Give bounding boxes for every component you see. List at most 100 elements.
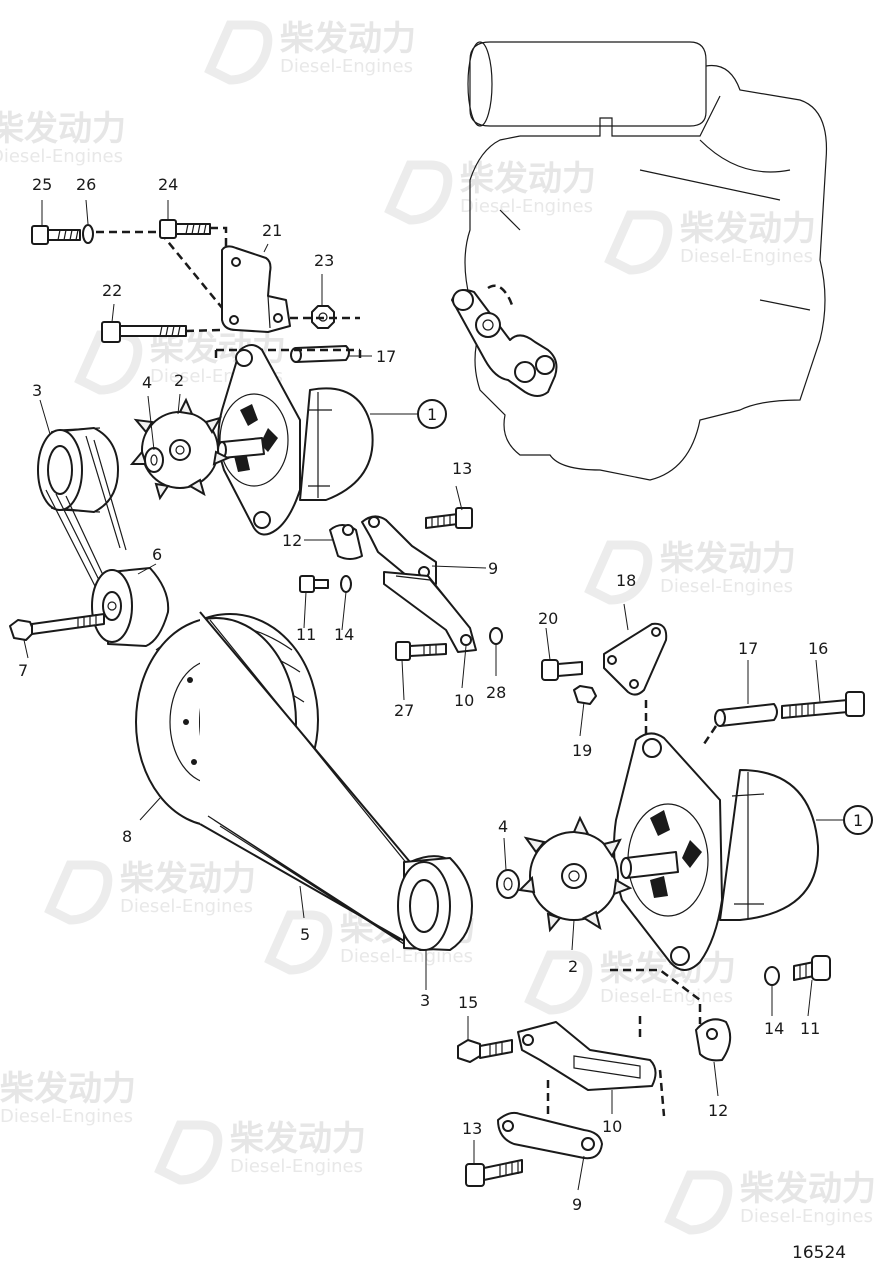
callout-3-bottom: 3 [420, 991, 430, 1010]
callout-19: 19 [572, 741, 592, 760]
belt-upper-run [45, 435, 127, 591]
callout-18: 18 [616, 571, 636, 590]
callout-28: 28 [486, 683, 506, 702]
callout-5: 5 [300, 925, 310, 944]
watermark-logo-icon [154, 1120, 223, 1185]
watermark-brand-cn: 柴发动力 [0, 1069, 136, 1109]
callout-4-top: 4 [142, 373, 152, 392]
bolt-25 [31, 225, 81, 245]
spacer-17-bottom [714, 703, 778, 727]
lower-mounting-assembly [541, 622, 865, 745]
bolt-11-bottom [793, 955, 831, 981]
pulley-3-top [37, 427, 119, 513]
callout-3-top: 3 [32, 381, 42, 400]
watermark-brand-en: Diesel-Engines [0, 1106, 133, 1127]
callout-4-bottom: 4 [498, 817, 508, 836]
bolt-15 [457, 1039, 513, 1063]
callout-9-top: 9 [488, 559, 498, 578]
callout-11-top: 11 [296, 625, 316, 644]
watermark-logo-icon [74, 330, 143, 395]
callout-10-bottom: 10 [602, 1117, 622, 1136]
callout-12-bottom: 12 [708, 1101, 728, 1120]
callout-11-bottom: 11 [800, 1019, 820, 1038]
watermark-logo-icon [604, 210, 673, 275]
watermark-logo-icon [524, 950, 593, 1015]
callout-2-bottom: 2 [568, 957, 578, 976]
watermark-9: 柴发动力 Diesel-Engines [524, 949, 736, 1015]
washer-4-top [144, 447, 164, 473]
watermark-brand-en: Diesel-Engines [340, 946, 473, 967]
nut-19 [573, 685, 597, 705]
watermark-brand-en: Diesel-Engines [460, 196, 593, 217]
watermark-4: 柴发动力 Diesel-Engines [604, 209, 816, 275]
callout-9-bottom: 9 [572, 1195, 582, 1214]
watermark-brand-cn: 柴发动力 [680, 209, 816, 249]
washer-14-bottom [764, 966, 780, 986]
callout-15: 15 [458, 993, 478, 1012]
callout-16: 16 [808, 639, 828, 658]
callout-13-bottom: 13 [462, 1119, 482, 1138]
watermark-brand-en: Diesel-Engines [600, 986, 733, 1007]
watermark-1: 柴发动力 Diesel-Engines [204, 19, 416, 85]
watermark-7: 柴发动力 Diesel-Engines [44, 859, 256, 925]
watermark-11: 柴发动力 Diesel-Engines [154, 1119, 366, 1185]
bolt-13-bottom [465, 1159, 523, 1187]
clamp-12-top [329, 524, 363, 560]
callout-13-top: 13 [452, 459, 472, 478]
watermark-brand-cn: 柴发动力 [120, 859, 256, 899]
callout-14-top: 14 [334, 625, 354, 644]
watermark-brand-en: Diesel-Engines [0, 146, 123, 167]
callout-12-top: 12 [282, 531, 302, 550]
bracket-18 [603, 622, 668, 696]
bolt-24 [159, 219, 211, 239]
watermark-brand-en: Diesel-Engines [740, 1206, 873, 1227]
callout-2-top: 2 [174, 371, 184, 390]
watermark-logo-icon [384, 160, 453, 225]
callout-8: 8 [122, 827, 132, 846]
watermark-brand-cn: 柴发动力 [740, 1169, 876, 1209]
pulley-3-bottom [397, 857, 473, 951]
callouts: 25 26 24 21 23 22 17 1 3 4 2 6 7 13 12 9… [18, 175, 873, 1214]
watermark-brand-cn: 柴发动力 [660, 539, 796, 579]
washer-14-top [340, 575, 352, 593]
callout-22: 22 [102, 281, 122, 300]
bolt-7 [9, 613, 105, 641]
callout-14-bottom: 14 [764, 1019, 784, 1038]
spacer-17-top [290, 345, 350, 363]
callout-6: 6 [152, 545, 162, 564]
bracket-21 [221, 245, 291, 333]
watermark-logo-icon [264, 910, 333, 975]
callout-17-top: 17 [376, 347, 396, 366]
watermark-logo-icon [204, 20, 273, 85]
callout-21: 21 [262, 221, 282, 240]
watermark-3: 柴发动力 Diesel-Engines [384, 159, 596, 225]
bolt-11-top [299, 575, 329, 593]
watermark-2: 柴发动力 Diesel-Engines [0, 109, 126, 167]
clamp-12-bottom [695, 1018, 732, 1062]
bracket-9-bottom [497, 1111, 603, 1160]
bolt-22 [101, 321, 187, 343]
washer-4-bottom [496, 869, 520, 899]
bolt-16 [781, 691, 865, 719]
watermark-brand-cn: 柴发动力 [230, 1119, 366, 1159]
leader-lines [23, 199, 844, 1191]
watermark-brand-en: Diesel-Engines [280, 56, 413, 77]
upper-mounting-assembly [31, 219, 362, 363]
callout-17-bottom: 17 [738, 639, 758, 658]
watermark-6: 柴发动力 Diesel-Engines [584, 539, 796, 605]
bracket-10-bottom [517, 1021, 657, 1091]
bolt-20 [541, 659, 583, 681]
alternator-1-top [217, 344, 374, 536]
fan-2-top [129, 397, 231, 501]
lower-adjust-bracket-group [457, 955, 831, 1187]
watermark-logo-icon [44, 860, 113, 925]
engine-location-outline [451, 41, 828, 481]
callout-1-bottom: 1 [853, 811, 863, 830]
watermark-10: 柴发动力 Diesel-Engines [0, 1069, 136, 1127]
tensioner-6 [91, 567, 170, 647]
callout-26: 26 [76, 175, 96, 194]
bolt-13-top [425, 507, 473, 529]
callout-20: 20 [538, 609, 558, 628]
watermark-brand-en: Diesel-Engines [120, 896, 253, 917]
alternator-1-bottom [613, 732, 820, 971]
